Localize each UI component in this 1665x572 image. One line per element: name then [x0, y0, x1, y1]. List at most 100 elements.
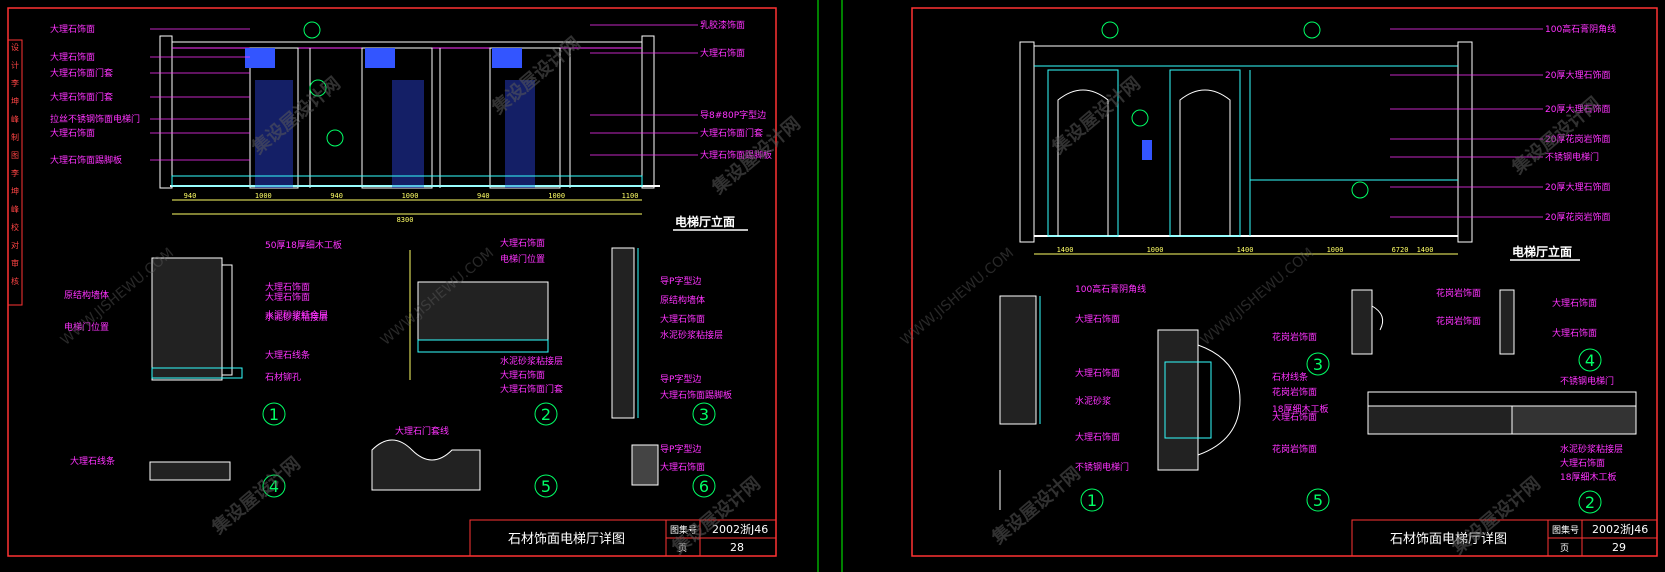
title-block: 石材饰面电梯厅详图 图集号 2002浙J46 页 28 [469, 519, 777, 557]
side-strip-char: 坤 [11, 96, 19, 106]
detail-label: 导P字型边 [660, 373, 701, 385]
detail-number-circle [692, 402, 716, 426]
detail-label: 大理石饰面 [660, 313, 705, 325]
detail-label: 原结构墙体 [64, 289, 109, 301]
dimension-text: 940 [330, 192, 343, 200]
page-label: 页 [1560, 543, 1569, 554]
dimension-text: 1400 [1417, 246, 1434, 254]
elevation-title: 电梯厅立面 [675, 214, 735, 229]
detail-label: 导P字型边 [660, 275, 701, 287]
detail-label: 大理石饰面 [1560, 457, 1605, 469]
detail-label: 不锈钢电梯门 [1560, 375, 1614, 387]
detail-2 [1367, 391, 1637, 435]
dimension-text: 1400 [1237, 246, 1254, 254]
page-label: 页 [678, 543, 687, 554]
elevation-labels: 大理石饰面大理石饰面大理石饰面门套大理石饰面门套拉丝不锈钢饰面电梯门大理石饰面大… [50, 19, 772, 166]
detail-number: 5 [1313, 491, 1323, 510]
elevation-label: 20厚大理石饰面 [1545, 69, 1610, 81]
detail-number: 4 [1585, 351, 1595, 370]
detail-label: 18厚细木工板 [1560, 471, 1616, 483]
title-block: 石材饰面电梯厅详图 图集号 2002浙J46 页 29 [1351, 519, 1658, 557]
side-strip-char: 坤 [11, 186, 19, 196]
detail-number-circle [1080, 488, 1104, 512]
detail-1 [151, 257, 243, 381]
detail-number: 5 [541, 477, 551, 496]
detail-number: 3 [1313, 355, 1323, 374]
drawing-name: 石材饰面电梯厅详图 [508, 532, 625, 547]
side-strip-char: 校 [11, 222, 19, 232]
dimension-text: 1000 [255, 192, 272, 200]
side-strip-char: 峰 [11, 204, 19, 214]
detail-number-circle [262, 402, 286, 426]
detail-label: 水泥砂浆粘接层 [500, 355, 563, 367]
atlas-label: 图集号 [670, 524, 697, 536]
dimension-text: 1000 [1327, 246, 1344, 254]
detail-label: 大理石饰面踢脚板 [660, 389, 732, 401]
elevation-label: 大理石饰面 [700, 47, 745, 59]
elevation-label: 20厚大理石饰面 [1545, 181, 1610, 193]
side-strip-char: 计 [11, 60, 19, 70]
watermark-text: WWW.JISHEWU.COM [898, 245, 1017, 349]
detail-3 [611, 247, 639, 419]
atlas-label: 图集号 [1552, 524, 1579, 536]
atlas-number: 2002浙J46 [712, 523, 768, 536]
detail-label: 大理石门套线 [395, 425, 449, 437]
elevation-label: 乳胶漆饰面 [700, 19, 745, 31]
detail-label: 石材铆孔 [265, 371, 301, 383]
side-strip-char: 制 [11, 132, 19, 142]
dimension-text: 1000 [548, 192, 565, 200]
dimension-text: 1000 [402, 192, 419, 200]
detail-label: 大理石饰面门套 [500, 383, 563, 395]
detail-label: 水泥砂浆结合层 [265, 309, 328, 321]
side-strip-char: 审 [11, 258, 19, 268]
side-strip-char: 对 [11, 240, 19, 250]
detail-5 [1157, 329, 1241, 471]
detail-label: 电梯门位置 [500, 253, 545, 265]
dimension-text: 1000 [1147, 246, 1164, 254]
elevation-drawing [1019, 21, 1473, 255]
detail-label: 大理石饰面 [1075, 313, 1120, 325]
side-strip-char: 峰 [11, 114, 19, 124]
detail-labels: 50厚18厚细木工板水泥砂浆结合层原结构墙体电梯门位置大理石饰面水泥砂浆粘接层大… [64, 237, 732, 473]
elevation-label: 大理石饰面门套 [50, 91, 113, 103]
detail-3 [1351, 289, 1384, 355]
elevation-label: 大理石饰面踢脚板 [700, 149, 772, 161]
elevation-title: 电梯厅立面 [1512, 244, 1572, 259]
detail-label: 水泥砂浆粘接层 [1560, 443, 1623, 455]
dimension-total: 8300 [397, 216, 414, 224]
elevation-label: 大理石饰面 [50, 127, 95, 139]
detail-number-circle [262, 474, 286, 498]
detail-label: 100高石膏阴角线 [1075, 283, 1146, 295]
detail-label: 大理石饰面 [1552, 297, 1597, 309]
detail-label: 导P字型边 [660, 443, 701, 455]
detail-label: 大理石饰面 [500, 369, 545, 381]
elevation-label: 大理石饰面踢脚板 [50, 154, 122, 166]
elevation-label: 20厚花岗岩饰面 [1545, 211, 1610, 223]
elevation-label: 不锈钢电梯门 [1545, 151, 1599, 163]
detail-number: 2 [541, 405, 551, 424]
side-strip-char: 核 [11, 276, 19, 286]
dimension-text: 940 [477, 192, 490, 200]
detail-label: 大理石饰面 [1272, 411, 1317, 423]
detail-label: 水泥砂浆粘接层 [265, 311, 328, 323]
elevation-label: 拉丝不锈钢饰面电梯门 [50, 113, 140, 125]
elevation-label: 100高石膏阴角线 [1545, 23, 1616, 35]
detail-number-circle [1306, 352, 1330, 376]
detail-number: 4 [269, 477, 279, 496]
detail-label: 大理石饰面 [660, 461, 705, 473]
detail-number-circle [1306, 488, 1330, 512]
detail-label: 大理石线条 [70, 455, 115, 467]
elevation-drawing [159, 21, 660, 215]
drawing-name: 石材饰面电梯厅详图 [1390, 532, 1507, 547]
page-number: 29 [1612, 541, 1626, 554]
watermark-text: 集设屋设计网 [1047, 72, 1145, 159]
detail-label: 大理石线条 [265, 349, 310, 361]
detail-5 [371, 439, 481, 491]
detail-label: 花岗岩饰面 [1436, 315, 1481, 327]
detail-label: 18厚细木工板 [1272, 403, 1328, 415]
detail-label: 花岗岩饰面 [1272, 386, 1317, 398]
